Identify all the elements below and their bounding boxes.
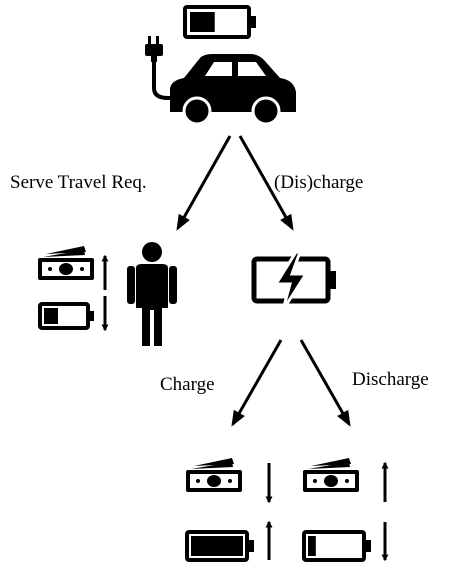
- arrow-to-charge: [231, 339, 283, 427]
- battery-low-icon: [38, 302, 94, 330]
- discharge-label: Discharge: [352, 369, 429, 390]
- charge-label: Charge: [160, 374, 215, 395]
- discharge-battery-low-icon: [302, 530, 371, 562]
- person-icon: [127, 242, 177, 346]
- dis-charge-label: (Dis)charge: [274, 172, 363, 193]
- serve-travel-label: Serve Travel Req.: [10, 172, 147, 193]
- electric-car-icon: [145, 36, 296, 126]
- arrow-to-serve-travel: [176, 135, 232, 231]
- discharge-money-icon: [303, 458, 359, 492]
- money-icon: [38, 246, 94, 280]
- top-battery-icon: [183, 5, 256, 39]
- arrow-to-discharge: [299, 339, 351, 427]
- charge-battery-full-icon: [185, 530, 254, 562]
- charge-money-icon: [186, 458, 242, 492]
- charging-battery-icon: [251, 250, 336, 311]
- arrow-to-dis-charge: [238, 135, 294, 231]
